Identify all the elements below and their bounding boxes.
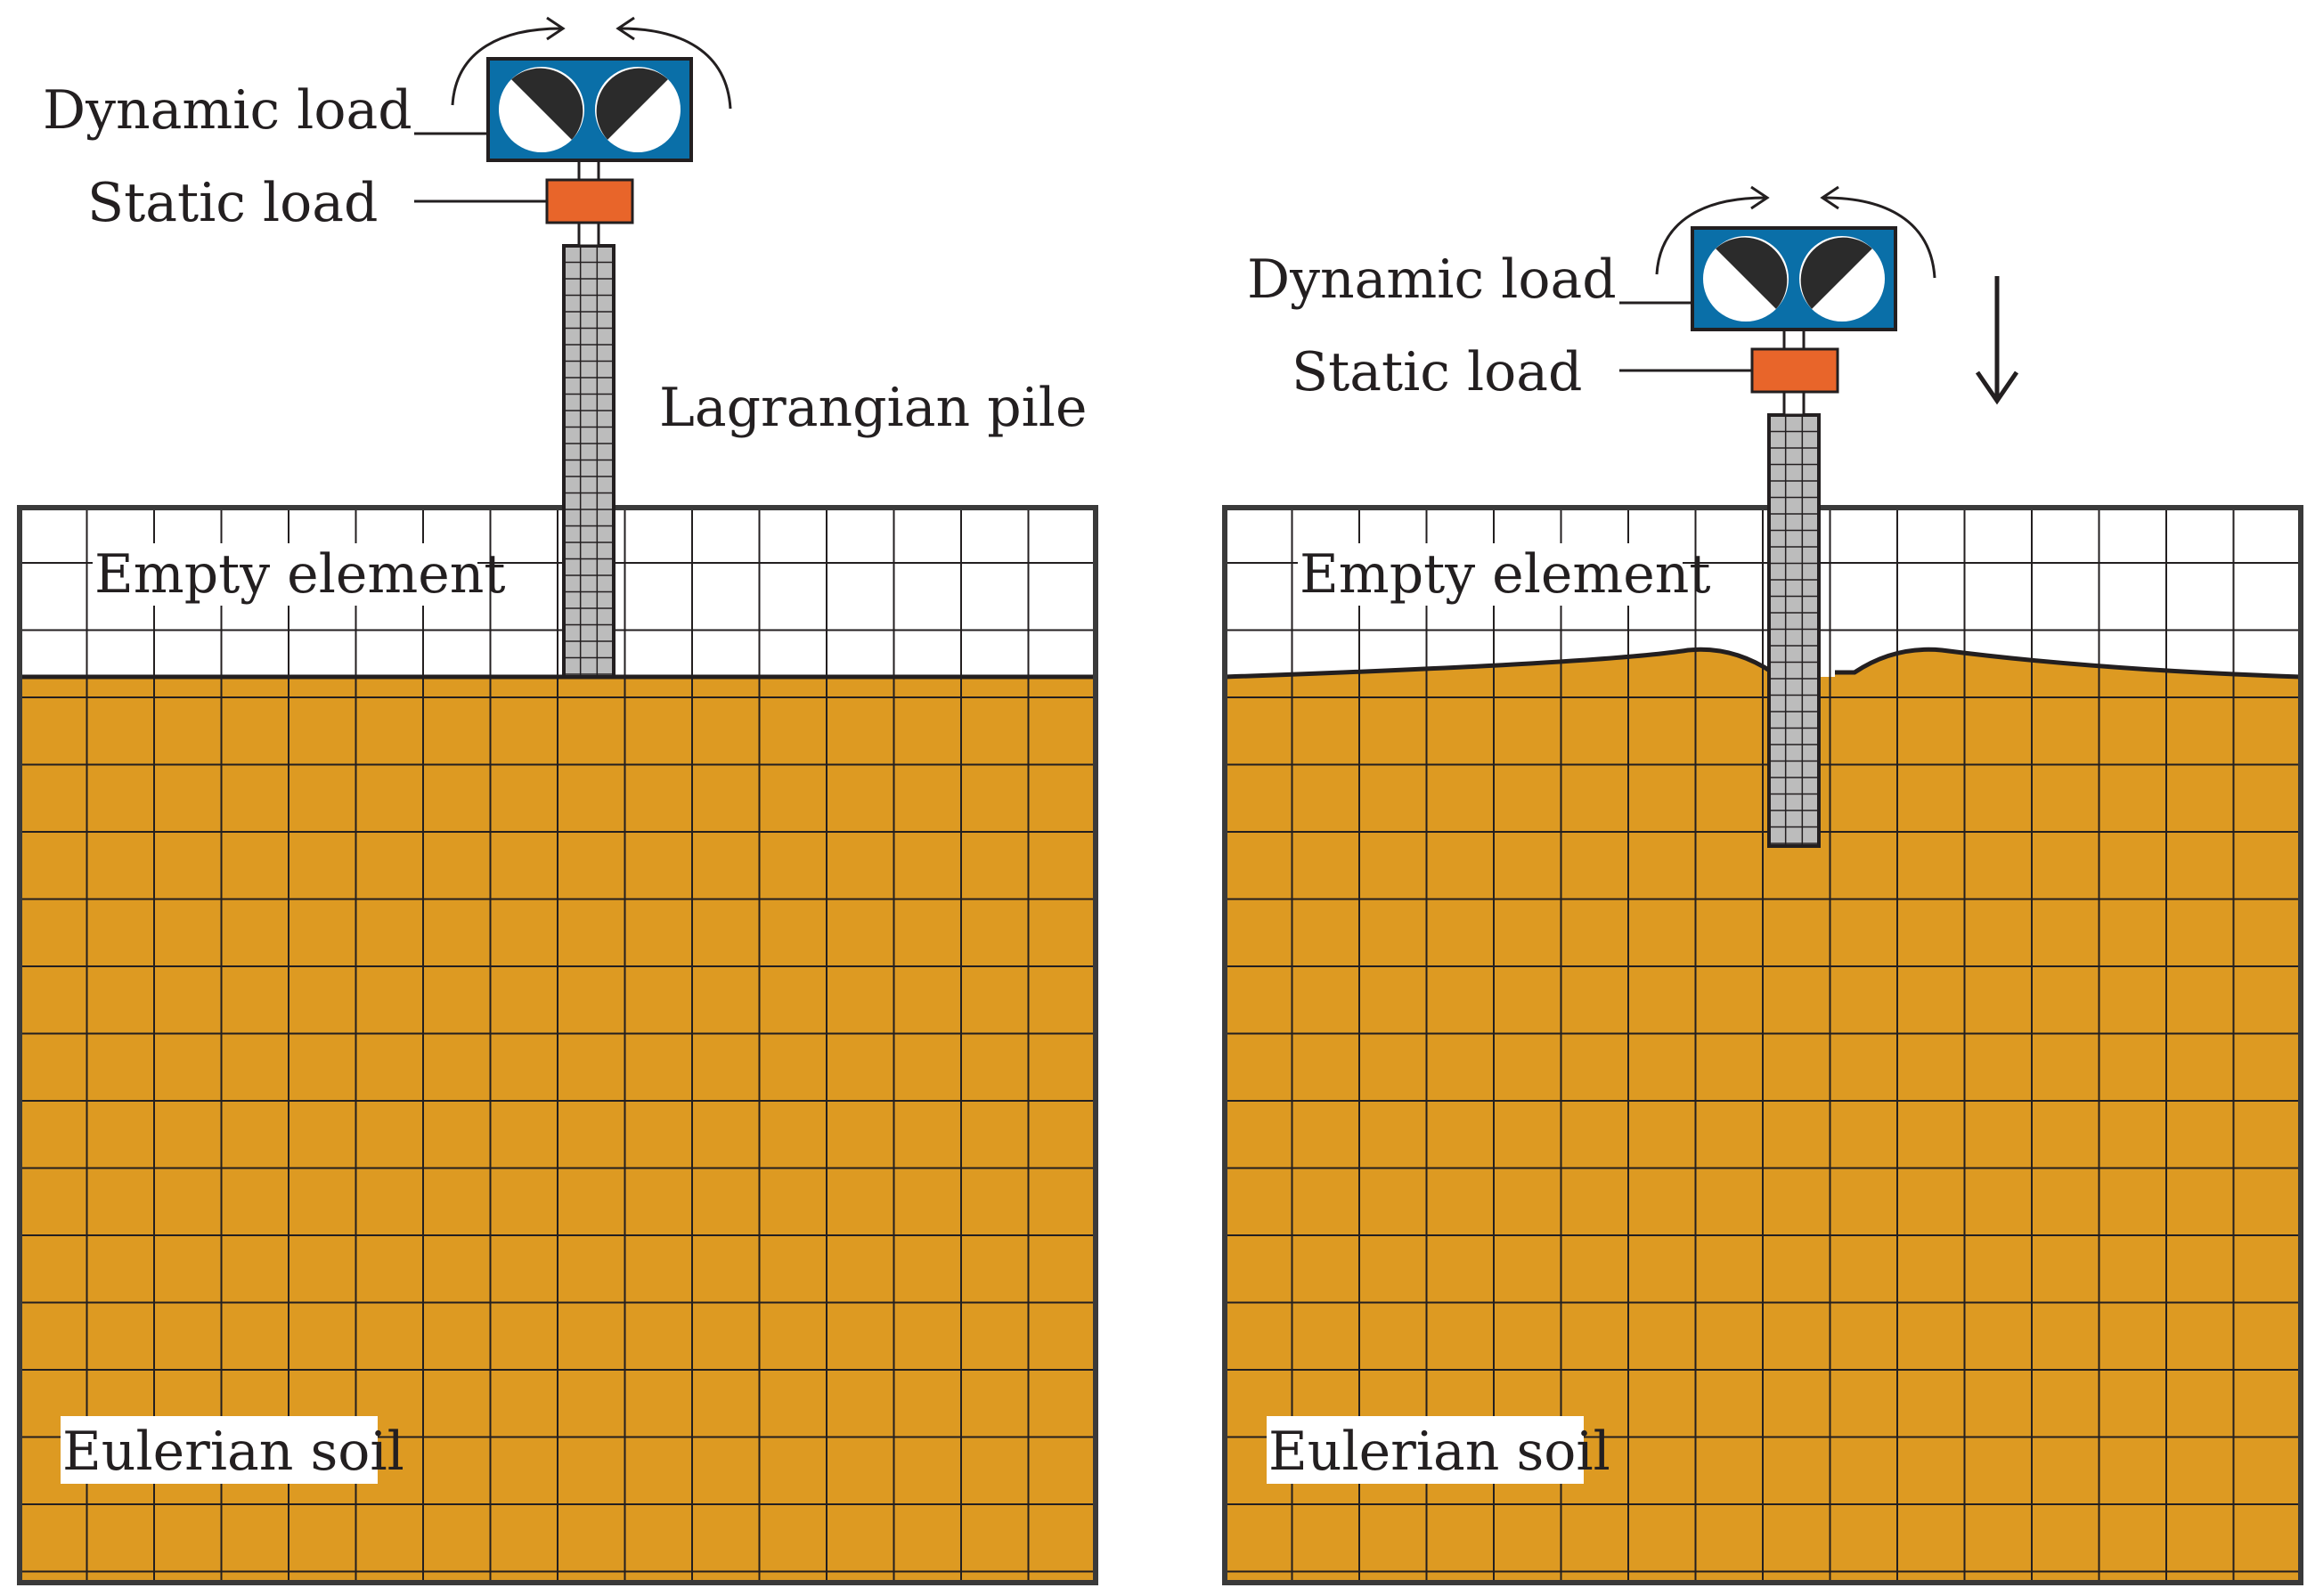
eulerian-soil-label: Eulerian soil — [62, 1421, 404, 1483]
vibrator-dynamic-load — [1655, 185, 1936, 331]
label-backdrop — [93, 543, 477, 606]
label-backdrop — [61, 1416, 378, 1484]
lagrangian-pile — [562, 244, 615, 679]
pile-connector — [577, 159, 600, 182]
arrow-head — [546, 16, 566, 41]
panel-penetrated-state: Dynamic load Static load Empty element E… — [1222, 185, 2303, 1585]
eccentric-mass-icon — [595, 67, 681, 152]
rotation-arrow-icon — [619, 27, 732, 110]
eccentric-mass-icon — [1703, 236, 1789, 322]
rotation-arrow-icon — [1655, 196, 1766, 275]
static-load-label: Static load — [1292, 341, 1582, 403]
mesh-grid — [20, 508, 1096, 1583]
dynamic-load-label: Dynamic load — [43, 79, 412, 142]
static-load-block — [1750, 347, 1839, 394]
label-backdrop — [1267, 1416, 1584, 1484]
eccentric-mass-icon — [1799, 236, 1885, 322]
pile-connector — [1782, 328, 1806, 351]
empty-element-label: Empty element — [94, 543, 506, 606]
domain-frame — [17, 505, 1098, 1585]
pile-body — [562, 244, 615, 679]
eccentric-mass-icon — [499, 67, 584, 152]
down-arrow-icon — [1975, 276, 2019, 405]
panel-initial-state: Dynamic load Static load Lagrangian pile… — [17, 16, 1098, 1585]
empty-element-label: Empty element — [1300, 543, 1711, 606]
mesh-grid — [1225, 508, 2301, 1583]
pile-connector — [577, 221, 600, 248]
arrow-head — [1750, 185, 1770, 210]
soil-surface-line — [1224, 647, 2302, 680]
eulerian-soil-label: Eulerian soil — [1268, 1421, 1610, 1483]
domain-frame — [1222, 505, 2303, 1585]
pile-connector — [1782, 390, 1806, 417]
lagrangian-pile-label: Lagrangian pile — [659, 377, 1088, 439]
label-backdrop — [1298, 543, 1683, 606]
static-load-block — [545, 178, 634, 224]
static-load-label: Static load — [87, 172, 378, 234]
vibrator-dynamic-load — [451, 16, 732, 162]
pile-body — [1767, 413, 1821, 848]
arrow-head — [615, 16, 635, 41]
lagrangian-pile — [1767, 413, 1821, 848]
rotation-arrow-icon — [451, 27, 562, 106]
arrow-head — [1820, 185, 1839, 210]
rotation-arrow-icon — [1823, 196, 1936, 279]
dynamic-load-label: Dynamic load — [1247, 248, 1617, 311]
